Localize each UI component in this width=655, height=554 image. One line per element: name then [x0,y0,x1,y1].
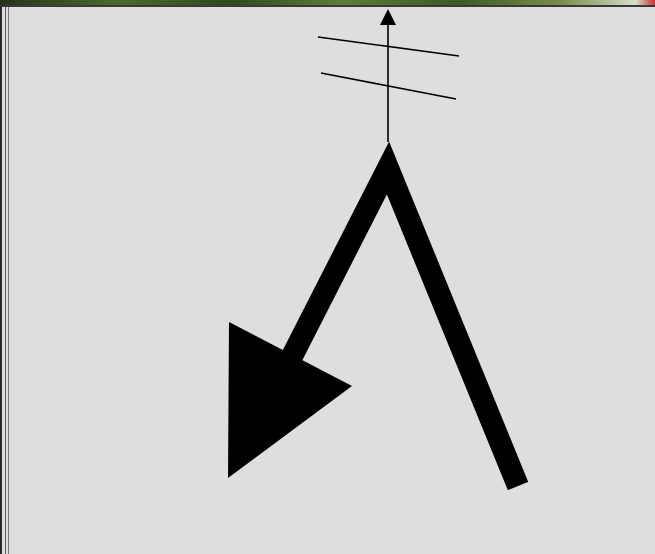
antenna-tip-arrow [380,9,396,25]
antenna-icon [318,9,459,142]
zigzag-arrow [228,168,518,486]
zigzag-stroke [285,168,518,486]
